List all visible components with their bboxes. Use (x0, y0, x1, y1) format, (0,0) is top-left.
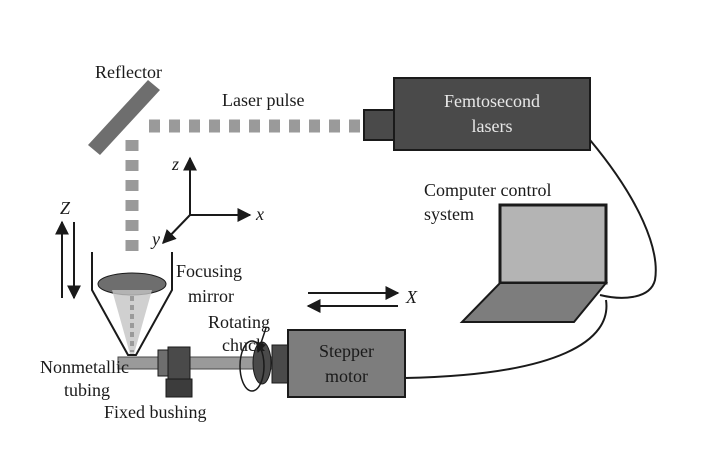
stepper-motor-box (287, 329, 406, 398)
rotating-label-line2: chuck (222, 335, 265, 355)
femtosecond-label-line1: Femtosecond (444, 91, 540, 111)
cable-laser-computer (589, 139, 657, 299)
stepper-label-line2: motor (325, 366, 368, 386)
reflector-mirror (88, 80, 160, 155)
axis-x-label: x (256, 204, 264, 224)
laptop-base (459, 282, 609, 323)
laser-pulse-label: Laser pulse (222, 90, 305, 110)
bushing-label: Fixed bushing (104, 402, 207, 422)
tubing-label-line2: tubing (64, 380, 111, 400)
laser-nozzle (363, 109, 395, 141)
focusing-label-line1: Focusing (176, 261, 243, 281)
stepper-shaft-block (271, 344, 289, 384)
axis-y-label: y (152, 229, 160, 249)
reflector-label: Reflector (95, 62, 162, 82)
bushing-stand (165, 378, 193, 398)
focused-beam (112, 290, 152, 354)
computer-label-line2: system (424, 204, 475, 224)
rotation-arrow-icon (239, 340, 265, 392)
femtosecond-laser-box (393, 77, 591, 151)
rotating-label-line1: Rotating (208, 312, 270, 332)
bushing-block (167, 346, 191, 380)
focusing-housing (91, 252, 173, 356)
femtosecond-label-line2: lasers (471, 116, 513, 136)
axis-z-label: z (172, 154, 180, 174)
stepper-label-line1: Stepper (319, 341, 374, 361)
cable-computer-stepper (404, 299, 608, 379)
tubing-label-line1: Nonmetallic (40, 357, 129, 377)
motion-Z-label: Z (60, 198, 71, 218)
bushing-collar (157, 349, 169, 377)
motion-X-label: X (406, 287, 417, 307)
focusing-label-line2: mirror (188, 286, 234, 306)
laptop-screen (498, 203, 608, 285)
chuck-pointer (256, 327, 267, 353)
computer-label-line1: Computer control (424, 180, 552, 200)
axis-y-arrow (162, 214, 191, 245)
